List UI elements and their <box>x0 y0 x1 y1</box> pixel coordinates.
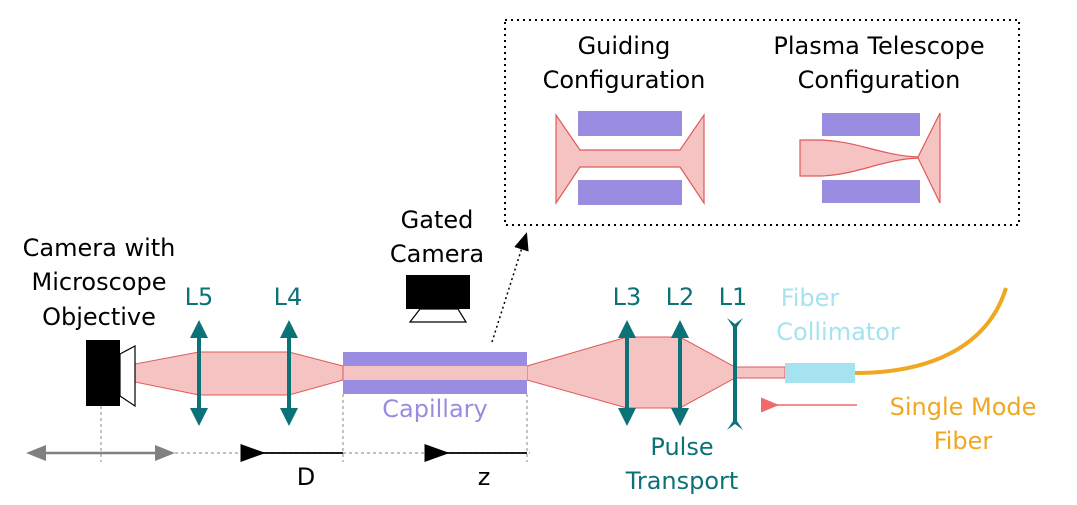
guiding-capillary-top <box>578 111 682 136</box>
guiding-config-title: Guiding Configuration <box>543 32 706 94</box>
beam-in-capillary <box>343 366 527 380</box>
guiding-title-line1: Guiding <box>578 32 671 60</box>
capillary-label: Capillary <box>382 395 487 423</box>
gated-camera-line1: Gated <box>401 206 474 234</box>
single-mode-fiber <box>854 287 1008 375</box>
lens-l1 <box>727 318 743 430</box>
camera-microscope-line3: Objective <box>42 303 156 331</box>
gated-camera-line2: Camera <box>390 240 484 268</box>
single-mode-fiber-line1: Single Mode <box>890 393 1037 421</box>
beam-capillary-camera <box>134 351 344 396</box>
lens-l4-label: L4 <box>274 283 303 311</box>
pulse-transport-line2: Transport <box>625 467 739 495</box>
lens-l4 <box>280 320 298 426</box>
telescope-beam <box>799 112 941 204</box>
camera-microscope-line2: Microscope <box>32 268 167 296</box>
lens-l5-label: L5 <box>185 283 214 311</box>
telescope-title-line2: Configuration <box>798 66 961 94</box>
fiber-collimator <box>785 363 855 383</box>
z-label: z <box>478 463 491 491</box>
pulse-transport-line1: Pulse <box>650 433 713 461</box>
microscope-camera <box>86 340 136 408</box>
translation-stage-double-arrow <box>26 445 175 461</box>
inset-pointer-arrow <box>491 232 529 343</box>
telescope-config-drawing <box>799 112 941 204</box>
telescope-capillary-top <box>822 113 920 136</box>
telescope-capillary-bottom <box>822 180 920 203</box>
guiding-beam <box>555 113 705 205</box>
lens-l3 <box>618 320 636 426</box>
lens-l3-label: L3 <box>613 283 642 311</box>
guiding-config-drawing <box>555 111 705 205</box>
capillary-top-wall <box>343 352 527 366</box>
fiber-collimator-line1: Fiber <box>781 284 840 312</box>
lens-l2 <box>671 320 689 426</box>
beam-collimator-l1 <box>734 366 786 379</box>
capillary-bottom-wall <box>343 380 527 394</box>
lens-l5 <box>190 320 208 426</box>
lens-l2-label: L2 <box>666 283 695 311</box>
lens-l1-label: L1 <box>719 283 748 311</box>
telescope-config-title: Plasma Telescope Configuration <box>773 32 984 94</box>
single-mode-fiber-line2: Fiber <box>934 427 993 455</box>
fiber-collimator-line2: Collimator <box>776 318 900 346</box>
beam-l1-capillary <box>526 336 736 409</box>
camera-microscope-line1: Camera with <box>23 234 176 262</box>
gated-camera <box>406 275 470 323</box>
telescope-title-line1: Plasma Telescope <box>773 32 984 60</box>
guiding-title-line2: Configuration <box>543 66 706 94</box>
guiding-capillary-bottom <box>578 180 682 205</box>
d-label: D <box>297 463 315 491</box>
